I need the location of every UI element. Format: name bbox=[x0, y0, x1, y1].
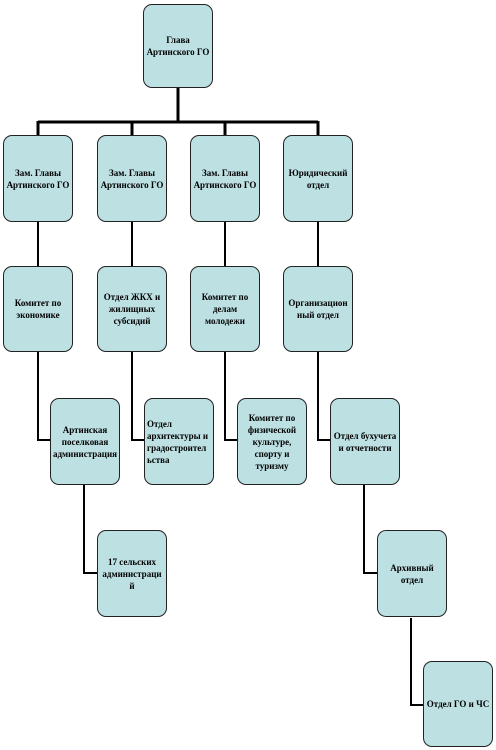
node-youth-label: Комитет по делам молодежи bbox=[201, 292, 249, 326]
node-youth-committee: Комитет по делам молодежи bbox=[190, 266, 260, 352]
node-legal-department: Юридический отдел bbox=[283, 135, 353, 222]
node-archive-label: Архивный отдел bbox=[390, 562, 434, 585]
node-architecture-department: Отдел архитектуры и градостроительства bbox=[144, 398, 214, 485]
node-civil-defense-department: Отдел ГО и ЧС bbox=[423, 661, 493, 747]
node-deputy-3-label: Зам. Главы Артинского ГО bbox=[193, 167, 257, 190]
node-deputy-3: Зам. Главы Артинского ГО bbox=[190, 135, 260, 222]
node-rural-label: 17 сельских администраций bbox=[102, 556, 162, 591]
node-legal-label: Юридический отдел bbox=[288, 167, 348, 190]
node-accounting-department: Отдел бухучета и отчетности bbox=[330, 398, 400, 485]
node-civil-defense-label: Отдел ГО и ЧС bbox=[426, 699, 490, 709]
node-root-label: Глава Артинского ГО bbox=[146, 35, 210, 57]
node-sport-committee: Комитет по физической культуре, спорту и… bbox=[237, 398, 307, 485]
node-housing-label: Отдел ЖКХ и жилищных субсидий bbox=[103, 292, 161, 326]
node-economy-committee: Комитет по экономике bbox=[3, 266, 73, 352]
node-artinsk-settlement-admin: Артинская поселковая администрация bbox=[50, 398, 120, 485]
node-rural-administrations: 17 сельских администраций bbox=[97, 530, 167, 617]
node-org-label: Организационный отдел bbox=[288, 298, 348, 320]
node-organizational-department: Организационный отдел bbox=[283, 266, 353, 352]
node-root: Глава Артинского ГО bbox=[143, 4, 213, 88]
node-accounting-label: Отдел бухучета и отчетности bbox=[333, 430, 397, 453]
node-deputy-2-label: Зам. Главы Артинского ГО bbox=[100, 167, 164, 190]
node-deputy-1-label: Зам. Главы Артинского ГО bbox=[6, 167, 70, 190]
node-sport-label: Комитет по физической культуре, спорту и… bbox=[247, 412, 297, 471]
node-archive-department: Архивный отдел bbox=[377, 530, 447, 617]
node-deputy-2: Зам. Главы Артинского ГО bbox=[97, 135, 167, 222]
node-deputy-1: Зам. Главы Артинского ГО bbox=[3, 135, 73, 222]
node-housing-department: Отдел ЖКХ и жилищных субсидий bbox=[97, 266, 167, 352]
node-artinsk-settlement-label: Артинская поселковая администрация bbox=[53, 424, 118, 459]
node-economy-label: Комитет по экономике bbox=[14, 298, 62, 320]
node-architecture-label: Отдел архитектуры и градостроительства bbox=[147, 418, 209, 465]
